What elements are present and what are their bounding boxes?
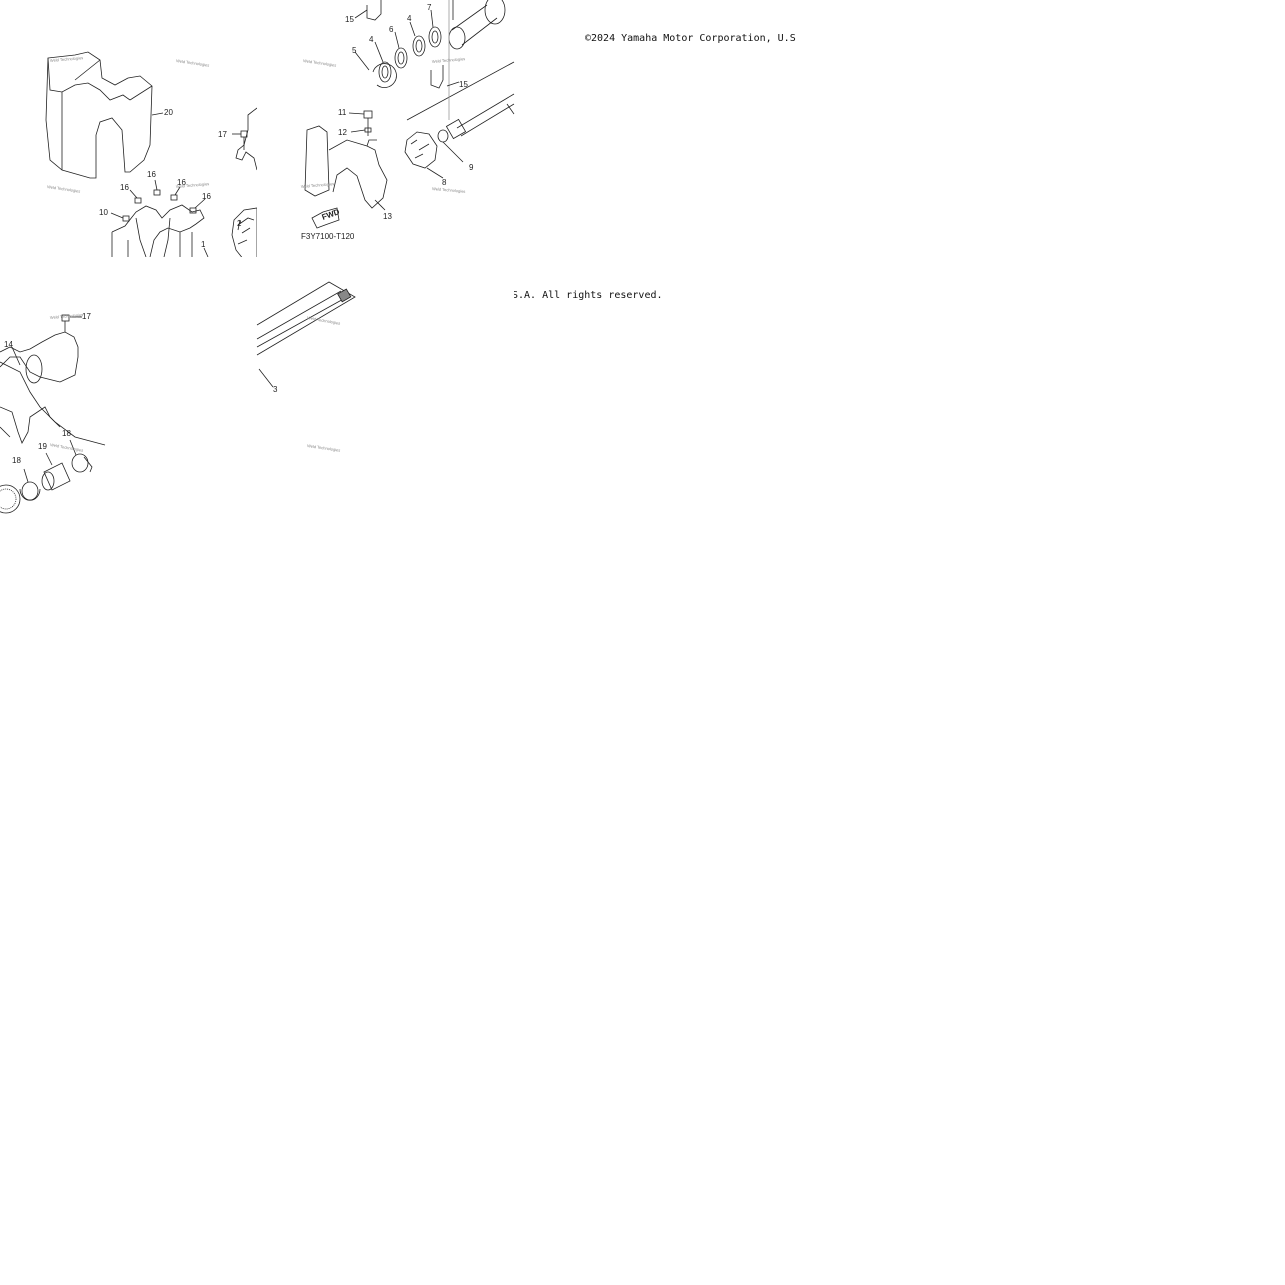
callout-1: 1 — [201, 240, 206, 249]
callout-9: 9 — [469, 163, 474, 172]
watermark-3: Weld Technologies — [47, 184, 81, 194]
callout-4a: 4 — [369, 35, 374, 44]
watermark-11: Weld Technologies — [307, 315, 341, 326]
copyright-line-2: S.A. All rights reserved. — [512, 290, 663, 301]
callout-16b: 16 — [147, 170, 156, 179]
callout-16c: 16 — [177, 178, 186, 187]
callout-14: 14 — [4, 340, 13, 349]
callout-10: 10 — [99, 208, 108, 217]
watermark-8: Weld Technologies — [432, 186, 466, 194]
watermark-9: Weld Technologies — [50, 312, 84, 320]
diagram-cover-drawing: 20 16 16 16 16 10 1 Weld Technologies We… — [45, 51, 211, 258]
watermark-2: Weld Technologies — [176, 58, 210, 68]
callout-13: 13 — [383, 212, 392, 221]
callout-17a: 17 — [218, 130, 227, 139]
watermark-10: Weld Technologies — [50, 442, 84, 453]
watermark-6: Weld Technologies — [432, 56, 466, 64]
callout-12: 12 — [338, 128, 347, 137]
callout-11: 11 — [338, 108, 347, 117]
watermark-7: Weld Technologies — [301, 181, 335, 189]
diagram-duct-drawing: 17 14 19 18 18 Weld Technologies Weld Te… — [0, 312, 106, 514]
watermark-12: Weld Technologies — [307, 443, 341, 453]
copyright-line-1: ©2024 Yamaha Motor Corporation, U.S — [585, 33, 796, 44]
diagram-tile-duct: 17 14 19 18 18 Weld Technologies Weld Te… — [0, 257, 257, 514]
callout-18a: 18 — [62, 429, 71, 438]
diagram-tile-center-fragment: 17 2 — [214, 100, 258, 280]
callout-6: 6 — [389, 25, 394, 34]
callout-15a: 15 — [345, 15, 354, 24]
callout-4b: 4 — [407, 14, 412, 23]
diagram-shaft-drawing: 3 Weld Technologies Weld Technologies — [256, 281, 356, 453]
fwd-label: FWD — [321, 207, 341, 222]
callout-17b: 17 — [82, 312, 91, 321]
diagram-center-drawing: 17 2 — [218, 107, 258, 280]
callout-16d: 16 — [202, 192, 211, 201]
callout-3: 3 — [273, 385, 278, 394]
callout-8: 8 — [442, 178, 447, 187]
watermark-1: Weld Technologies — [50, 55, 84, 63]
callout-7: 7 — [427, 3, 432, 12]
callout-20: 20 — [164, 108, 173, 117]
figure-code: F3Y7100-T120 — [301, 232, 355, 241]
callout-2: 2 — [237, 219, 242, 228]
diagram-tile-impeller: 15 4 6 4 7 5 15 11 12 9 8 13 FWD F3Y7100… — [257, 0, 515, 257]
callout-19: 19 — [38, 442, 47, 451]
callout-16a: 16 — [120, 183, 129, 192]
watermark-4: Weld Technologies — [176, 181, 210, 189]
callout-15b: 15 — [459, 80, 468, 89]
callout-18b: 18 — [12, 456, 21, 465]
diagram-tile-shaft: 3 Weld Technologies Weld Technologies — [256, 257, 514, 514]
diagram-impeller-drawing: 15 4 6 4 7 5 15 11 12 9 8 13 FWD F3Y7100… — [301, 0, 515, 241]
callout-5: 5 — [352, 46, 357, 55]
watermark-5: Weld Technologies — [303, 58, 337, 68]
